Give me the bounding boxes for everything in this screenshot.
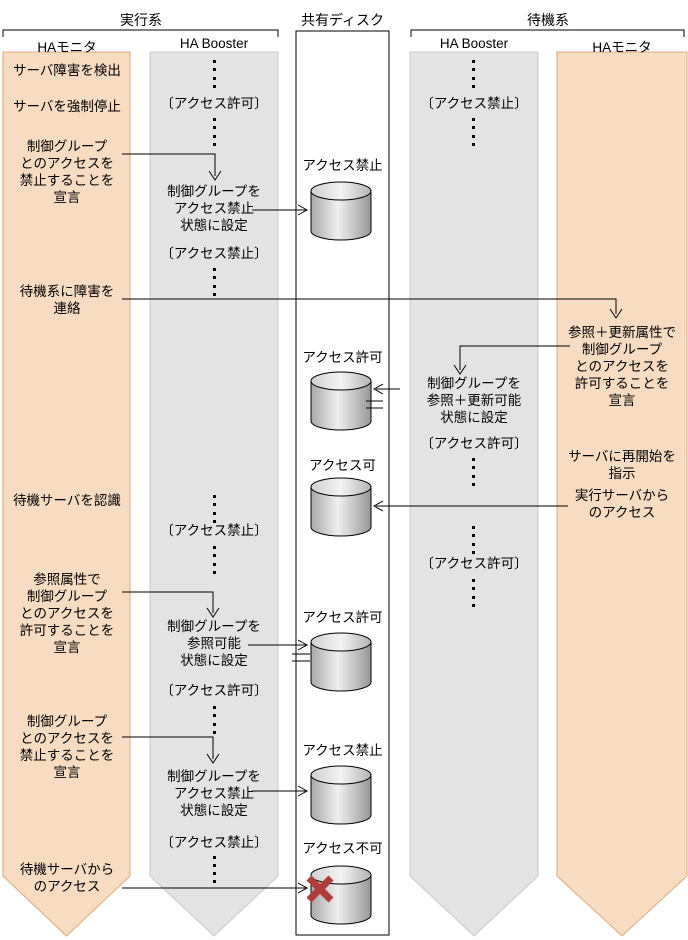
step-set-reference-enabled: 制御グループを 参照可能 状態に設定 <box>167 619 261 668</box>
standby-booster-lane <box>409 51 539 937</box>
shared-disk-label: 共有ディスク <box>300 12 385 28</box>
disk-state-label-4: アクセス許可 <box>302 610 383 625</box>
standby-booster-title: HA Booster <box>439 36 509 51</box>
ellipsis-dots <box>472 60 475 607</box>
exec-booster-title: HA Booster <box>179 36 249 51</box>
arrow-access-from-standby <box>122 882 309 894</box>
step-access-from-standby-server: 待機サーバから のアクセス <box>19 862 115 894</box>
disk-state-label-1: アクセス禁止 <box>302 158 383 173</box>
disk-icon <box>310 632 372 692</box>
state-access-permitted-2: 〔アクセス許可〕 <box>160 683 268 698</box>
step-access-from-exec-server: 実行サーバから のアクセス <box>574 488 670 520</box>
disk-icon <box>310 371 372 431</box>
disk-state-label-6: アクセス不可 <box>302 841 383 856</box>
step-set-access-forbidden-2: 制御グループを アクセス禁止 状態に設定 <box>167 769 261 818</box>
step-recognize-standby-server: 待機サーバを認識 <box>13 493 121 508</box>
arrow-set-forbid2-to-disk <box>252 785 309 797</box>
step-force-stop-server: サーバを強制停止 <box>13 99 121 114</box>
step-set-access-forbidden-1: 制御グループを アクセス禁止 状態に設定 <box>167 184 261 233</box>
standby-monitor-lane <box>556 51 688 937</box>
arrow-notify-standby <box>122 298 623 319</box>
state-access-forbidden-1: 〔アクセス禁止〕 <box>160 246 268 261</box>
disk-state-label-5: アクセス禁止 <box>302 743 383 758</box>
step-declare-forbid-access-1: 制御グループ とのアクセスを 禁止することを 宣言 <box>19 139 115 205</box>
step-declare-permit-ref-access: 参照属性で 制御グループ とのアクセスを 許可することを 宣言 <box>19 572 115 655</box>
standby-state-access-permitted-2: 〔アクセス許可〕 <box>420 556 528 571</box>
ref-update-mark <box>366 400 383 409</box>
exec-monitor-lane <box>2 51 131 937</box>
state-access-forbidden-3: 〔アクセス禁止〕 <box>160 835 268 850</box>
ellipsis-dots <box>213 60 216 883</box>
step-declare-permit-ref-update-access: 参照＋更新属性で 制御グループ とのアクセスを 許可することを 宣言 <box>568 325 676 408</box>
exec-bracket <box>2 29 279 37</box>
standby-bracket <box>410 29 685 37</box>
arrow-declare-permit-ref-to-booster <box>122 591 220 618</box>
flow-arrows <box>122 153 623 894</box>
disk-state-label-3: アクセス可 <box>309 458 376 473</box>
step-declare-forbid-access-2: 制御グループ とのアクセスを 禁止することを 宣言 <box>19 714 115 780</box>
disk-state-label-2: アクセス許可 <box>302 350 383 365</box>
arrow-declare-forbid2-to-booster <box>122 736 220 764</box>
step-notify-standby-of-failure: 待機系に障害を 連絡 <box>19 284 115 316</box>
exec-booster-lane <box>149 51 279 937</box>
step-instruct-server-restart: サーバに再開始を 指示 <box>568 449 676 481</box>
arrow-set-forbid1-to-disk <box>252 204 309 216</box>
exec-monitor-title: HAモニタ <box>37 40 97 55</box>
ref-mark <box>292 653 310 662</box>
step-set-ref-update-enabled: 制御グループを 参照＋更新可能 状態に設定 <box>426 376 522 425</box>
state-access-permitted-1: 〔アクセス許可〕 <box>160 96 268 111</box>
arrow-access-from-exec <box>372 500 568 512</box>
standby-system-label: 待機系 <box>527 12 569 28</box>
arrow-declare-permit-to-standby-booster <box>453 345 570 375</box>
disk-icon <box>310 477 372 537</box>
cross-icon <box>306 875 334 903</box>
state-access-forbidden-2: 〔アクセス禁止〕 <box>160 523 268 538</box>
arrow-set-ref-to-disk <box>248 639 309 651</box>
standby-state-access-permitted-1: 〔アクセス許可〕 <box>420 436 528 451</box>
disk-icon <box>310 181 372 241</box>
exec-system-label: 実行系 <box>120 12 162 28</box>
arrow-set-ref-update-to-disk <box>372 383 400 395</box>
step-detect-server-failure: サーバ障害を検出 <box>13 63 121 78</box>
disk-icon <box>310 765 372 825</box>
standby-monitor-title: HAモニタ <box>592 40 652 55</box>
standby-state-access-forbidden: 〔アクセス禁止〕 <box>420 96 528 111</box>
arrow-declare-forbid1-to-booster <box>122 153 222 181</box>
disk-icon <box>310 865 372 925</box>
